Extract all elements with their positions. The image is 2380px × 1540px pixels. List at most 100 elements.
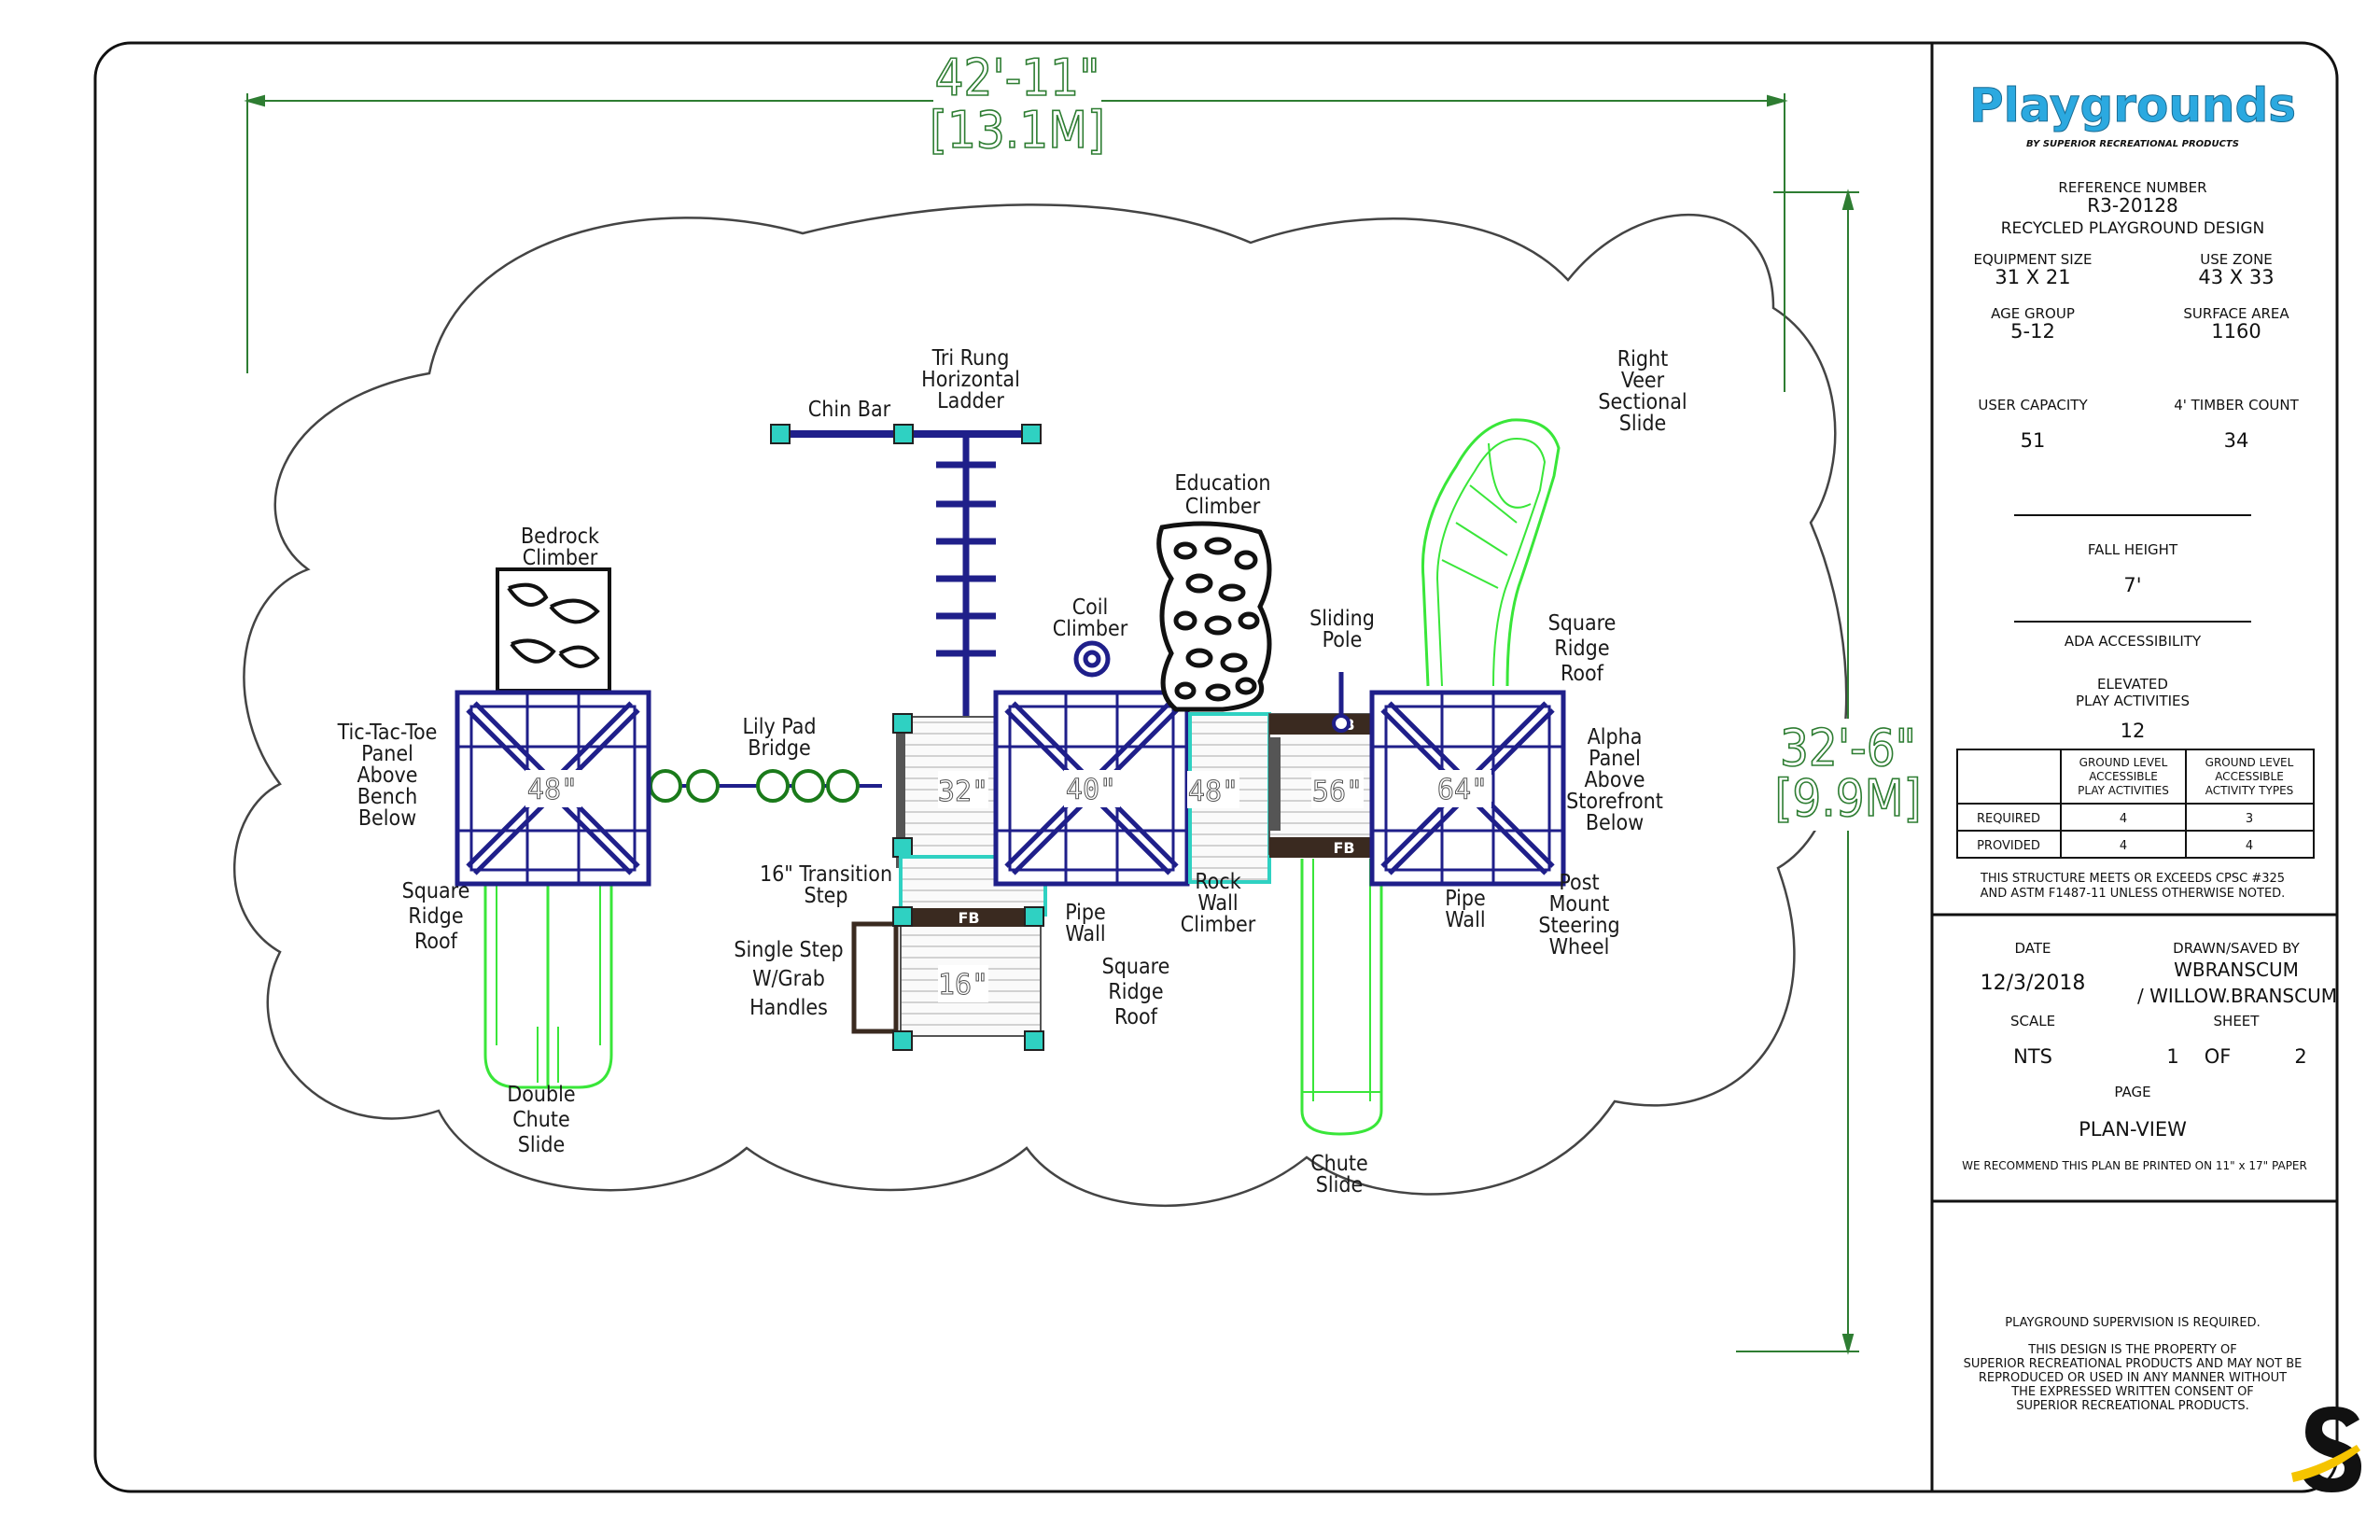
cpsc-line-2: AND ASTM F1487-11 UNLESS OTHERWISE NOTED… xyxy=(1981,887,2286,901)
title-block: Playgrounds BY SUPERIOR RECREATIONAL PRO… xyxy=(1932,78,2361,1492)
fall-value: 7' xyxy=(2123,574,2141,596)
table-provided-b: 4 xyxy=(2246,839,2253,853)
label-alpha-1: Alpha xyxy=(1588,725,1643,749)
page-value: PLAN-VIEW xyxy=(2079,1118,2187,1141)
label-roof-mid-3: Roof xyxy=(1114,1005,1158,1029)
equip-size: 31 X 21 xyxy=(1995,266,2070,288)
timber-label: 4' TIMBER COUNT xyxy=(2174,397,2299,413)
label-transition-1: 16" Transition xyxy=(760,862,892,887)
capacity-value: 51 xyxy=(2021,429,2046,452)
brand-tagline: BY SUPERIOR RECREATIONAL PRODUCTS xyxy=(2026,139,2239,149)
label-chin-bar: Chin Bar xyxy=(808,398,891,422)
sliding-pole xyxy=(1332,672,1351,733)
label-chute-slide-1: Chute xyxy=(1310,1152,1368,1176)
platform-56: 56" xyxy=(1312,776,1363,808)
superior-logo-icon xyxy=(2291,1407,2361,1492)
capacity-label: USER CAPACITY xyxy=(1978,397,2088,413)
table-col2-line3: ACTIVITY TYPES xyxy=(2205,784,2294,797)
table-provided-a: 4 xyxy=(2120,839,2127,853)
sheet-label: SHEET xyxy=(2214,1013,2261,1029)
surface-value: 1160 xyxy=(2211,320,2261,343)
sheet-number: 1 xyxy=(2166,1045,2178,1068)
label-rock-wall-1: Rock xyxy=(1195,870,1240,894)
print-recommendation: WE RECOMMEND THIS PLAN BE PRINTED ON 11"… xyxy=(1962,1159,2307,1172)
label-roof-mid-1: Square xyxy=(1102,955,1170,979)
page-label: PAGE xyxy=(2114,1084,2150,1100)
label-roof-left-2: Ridge xyxy=(408,904,463,929)
label-coil-1: Coil xyxy=(1072,595,1109,620)
supervision-note: PLAYGROUND SUPERVISION IS REQUIRED. xyxy=(2005,1316,2260,1330)
label-single-step-1: Single Step xyxy=(734,938,843,962)
platform-48-mid: 48" xyxy=(1188,776,1239,808)
label-pipe-wall-mid-2: Wall xyxy=(1065,922,1105,946)
label-roof-left-1: Square xyxy=(402,879,470,903)
ada-label: ADA ACCESSIBILITY xyxy=(2065,633,2202,650)
ref-value: R3-20128 xyxy=(2087,194,2177,217)
label-chute-slide-2: Slide xyxy=(1316,1173,1364,1197)
label-post-mount-4: Wheel xyxy=(1549,935,1610,959)
label-tri-rung-3: Ladder xyxy=(937,389,1004,413)
platform-32: 32" xyxy=(938,776,988,808)
table-required-a: 4 xyxy=(2120,812,2127,826)
label-bedrock-2: Climber xyxy=(523,546,598,570)
timber-value: 34 xyxy=(2224,429,2249,452)
date-label: DATE xyxy=(2014,940,2051,957)
drawn-label: DRAWN/SAVED BY xyxy=(2173,940,2301,957)
label-pipe-wall-right-2: Wall xyxy=(1445,908,1485,932)
label-roof-mid-2: Ridge xyxy=(1108,980,1163,1004)
label-roof-right-1: Square xyxy=(1548,611,1617,636)
right-veer-slide xyxy=(1421,418,1561,687)
ref-label: REFERENCE NUMBER xyxy=(2058,179,2206,196)
label-sliding-pole-1: Sliding xyxy=(1309,607,1375,631)
label-bedrock-1: Bedrock xyxy=(521,525,599,549)
drawn-value-1: WBRANSCUM xyxy=(2174,959,2299,981)
label-alpha-5: Below xyxy=(1586,811,1644,835)
sheet-of: OF xyxy=(2205,1045,2232,1068)
label-roof-right-3: Roof xyxy=(1561,662,1604,686)
label-post-mount-2: Mount xyxy=(1549,892,1610,917)
use-zone-label: USE ZONE xyxy=(2200,251,2273,268)
label-rock-wall-2: Wall xyxy=(1197,891,1238,916)
legal-line-1: THIS DESIGN IS THE PROPERTY OF xyxy=(2027,1343,2236,1357)
age-value: 5-12 xyxy=(2010,320,2055,343)
age-label: AGE GROUP xyxy=(1991,305,2075,322)
chin-bar xyxy=(770,424,1042,444)
fb-label-step: FB xyxy=(958,909,979,927)
table-row-required: REQUIRED xyxy=(1977,812,2040,826)
brand-logo: Playgrounds xyxy=(1969,78,2296,133)
chute-slide xyxy=(1300,859,1383,1136)
single-step xyxy=(851,906,1044,1051)
table-col1-line3: PLAY ACTIVITIES xyxy=(2078,784,2169,797)
platform-64: 64" xyxy=(1437,774,1488,806)
elevated-value: 12 xyxy=(2121,720,2146,742)
label-alpha-2: Panel xyxy=(1589,747,1641,771)
label-tic-tac-toe-1: Tic-Tac-Toe xyxy=(337,721,438,745)
label-single-step-3: Handles xyxy=(749,996,828,1020)
table-col2-line1: GROUND LEVEL xyxy=(2205,756,2294,769)
label-single-step-2: W/Grab xyxy=(752,967,825,991)
fb-label-bottom: FB xyxy=(1333,839,1354,857)
surface-label: SURFACE AREA xyxy=(2183,305,2289,322)
date-value: 12/3/2018 xyxy=(1981,972,2086,995)
label-tic-tac-toe-3: Above xyxy=(357,763,418,788)
label-right-veer-1: Right xyxy=(1617,347,1669,371)
elevated-label-2: PLAY ACTIVITIES xyxy=(2076,693,2190,709)
sheet-total: 2 xyxy=(2294,1045,2306,1068)
table-col1-line1: GROUND LEVEL xyxy=(2079,756,2168,769)
label-tic-tac-toe-4: Bench xyxy=(357,785,418,809)
label-sliding-pole-2: Pole xyxy=(1323,628,1363,652)
drawn-value-2: / WILLOW.BRANSCUM xyxy=(2137,985,2337,1007)
label-tic-tac-toe-2: Panel xyxy=(361,742,413,766)
coil-climber xyxy=(1073,640,1111,678)
height-ft: 32'-6" xyxy=(1780,719,1916,777)
scale-label: SCALE xyxy=(2010,1013,2055,1029)
label-double-chute-2: Chute xyxy=(512,1108,570,1132)
table-required-b: 3 xyxy=(2246,812,2253,826)
lily-pad-bridge xyxy=(649,769,882,803)
accessibility-table xyxy=(1956,749,2315,859)
label-alpha-3: Above xyxy=(1585,768,1645,792)
legal-line-5: SUPERIOR RECREATIONAL PRODUCTS. xyxy=(2016,1399,2249,1413)
width-ft: 42'-11" xyxy=(935,49,1100,107)
width-m: [13.1M] xyxy=(930,101,1105,160)
